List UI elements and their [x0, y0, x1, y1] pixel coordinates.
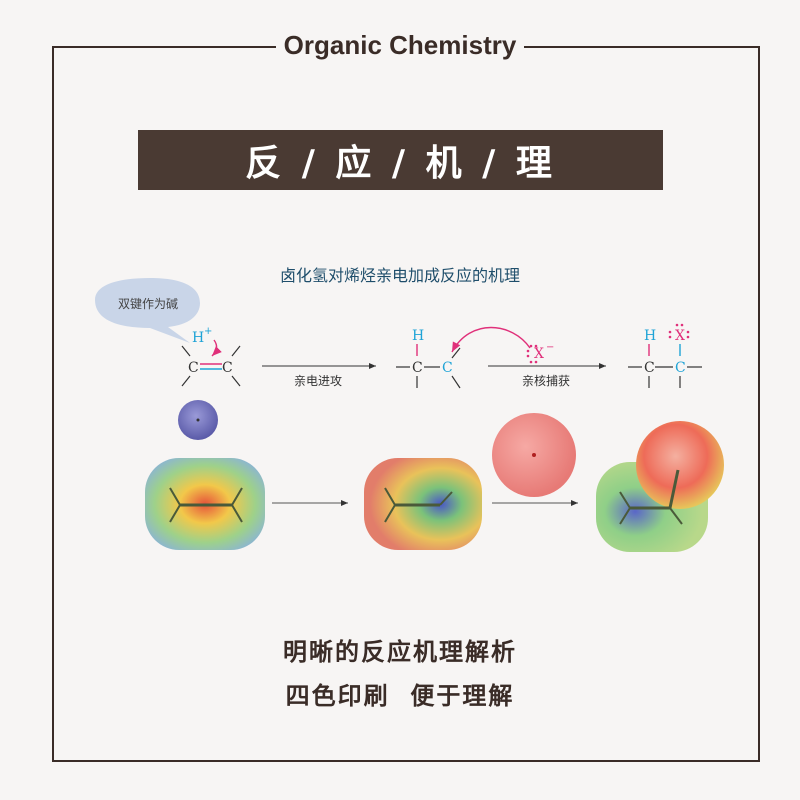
halide-sphere — [492, 413, 576, 497]
h-plus-atom: H — [192, 330, 204, 346]
caption-line-2: 四色印刷 便于理解 — [285, 682, 515, 710]
alkene-c1: C — [188, 360, 199, 376]
base-bubble: 双键作为碱 — [95, 278, 200, 343]
header-title: Organic Chemistry — [275, 27, 525, 63]
carbocation-c1: C — [412, 360, 423, 376]
halide-charge: − — [546, 342, 554, 353]
product-epm-model — [596, 421, 724, 552]
step2-arrow: 亲核捕获 — [488, 363, 606, 388]
alkene-epm-model — [145, 458, 265, 550]
alkene-c2: C — [222, 360, 233, 376]
alkene-structure: H + C C — [181, 326, 241, 387]
carbocation-h: H — [412, 328, 424, 344]
header: Organic Chemistry — [0, 27, 800, 63]
carbocation-epm-model — [364, 458, 482, 550]
product-h: H — [644, 328, 656, 344]
halide-x: X — [534, 346, 544, 362]
proton-sphere — [178, 400, 218, 440]
product-c1: C — [644, 360, 655, 376]
step2-label: 亲核捕获 — [522, 373, 570, 388]
caption-line-1: 明晰的反应机理解析 — [283, 638, 517, 666]
carbocation-structure: H C C X − — [396, 326, 554, 389]
product-c2: C — [675, 360, 686, 376]
h-plus-charge: + — [204, 326, 212, 337]
step1-arrow: 亲电进攻 — [262, 363, 376, 388]
section-banner: 反 / 应 / 机 / 理 — [138, 130, 663, 190]
carbocation-c2: C — [442, 360, 453, 376]
bubble-label: 双键作为碱 — [118, 297, 178, 311]
product-x: X — [675, 328, 685, 344]
product-structure: H X C C — [628, 323, 702, 388]
diagram-title: 卤化氢对烯烃亲电加成反应的机理 — [279, 266, 520, 285]
step1-label: 亲电进攻 — [294, 374, 342, 388]
